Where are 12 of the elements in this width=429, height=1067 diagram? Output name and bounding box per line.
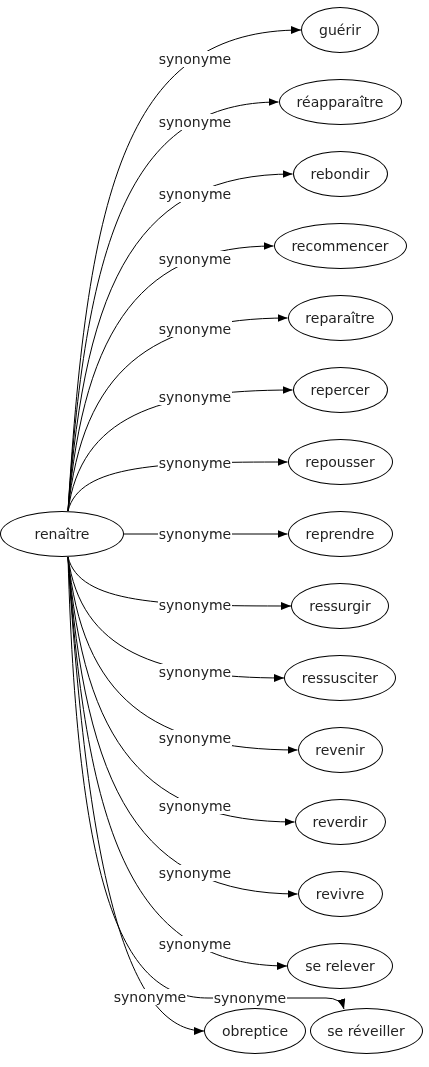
edge-label: synonyme [157,936,233,953]
edge-label: synonyme [112,989,188,1006]
edge-label: synonyme [157,321,233,338]
edge-label: synonyme [157,388,233,405]
edge-label: synonyme [157,663,233,680]
edge-label: synonyme [157,797,233,814]
edge-label: synonyme [157,865,233,882]
edge-label: synonyme [157,250,233,267]
edge-label: synonyme [157,185,233,202]
edge-label: synonyme [157,50,233,67]
edge-label: synonyme [157,729,233,746]
edge-label: synonyme [157,113,233,130]
